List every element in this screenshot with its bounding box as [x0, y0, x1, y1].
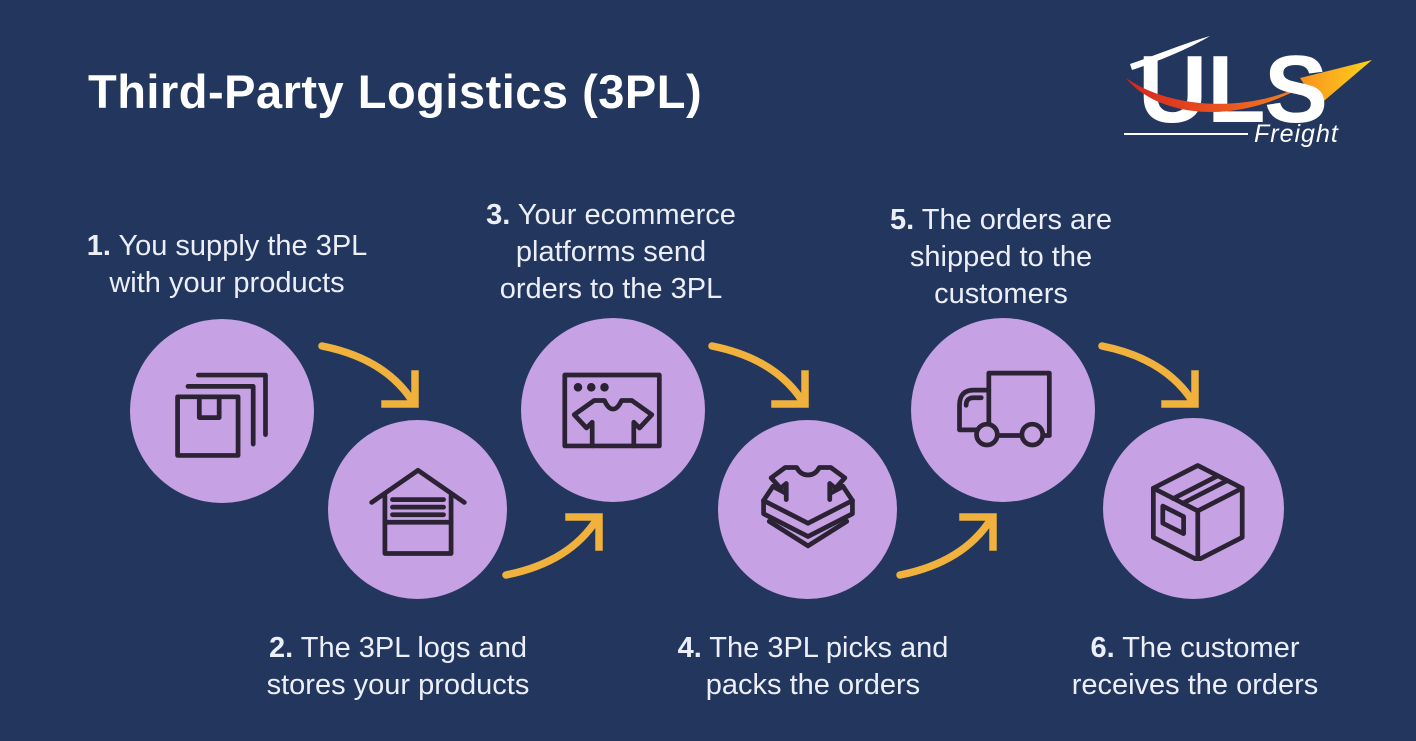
closed-box-icon: [1150, 462, 1245, 561]
logo-letter-l: L: [1207, 36, 1266, 143]
logo-letter-s: S: [1264, 36, 1328, 143]
step-6-label: 6. The customer receives the orders: [1071, 632, 1319, 701]
logo-swoosh: [1126, 74, 1322, 113]
step-4-circle: [718, 420, 897, 599]
logo-arrow-icon: [1300, 60, 1372, 106]
step-3-label: 3. Your ecommerce platforms send orders …: [486, 199, 736, 305]
delivery-truck-icon: [957, 370, 1052, 448]
arrow-step3-to-step4-icon: [708, 342, 809, 408]
warehouse-icon: [368, 467, 467, 556]
logo-swoosh-highlight: [1130, 36, 1210, 70]
open-box-shirt-icon: [760, 464, 855, 548]
step-1-circle: [130, 319, 314, 503]
arrow-step2-to-step3-icon: [502, 513, 603, 579]
step-6-circle: [1103, 418, 1284, 599]
logo-freight-label: Freight: [1254, 120, 1339, 148]
uls-freight-logo: U L S Freight: [1124, 36, 1372, 148]
arrow-step1-to-step2-icon: [318, 342, 419, 408]
step-4-label: 4. The 3PL picks and packs the orders: [677, 632, 949, 701]
arrow-step5-to-step6-icon: [1098, 342, 1199, 408]
step-2-label: 2. The 3PL logs and stores your products: [266, 632, 530, 701]
step-5-circle: [911, 318, 1095, 502]
stacked-boxes-icon: [175, 372, 268, 458]
step-1-label: 1. You supply the 3PL with your products: [86, 230, 368, 299]
step-2-circle: [328, 420, 507, 599]
page-title: Third-Party Logistics (3PL): [88, 65, 703, 118]
step-3-circle: [521, 318, 705, 502]
step-5-label: 5. The orders are shipped to the custome…: [890, 204, 1112, 310]
arrow-step4-to-step5-icon: [896, 513, 997, 579]
ecommerce-browser-icon: [562, 372, 662, 449]
